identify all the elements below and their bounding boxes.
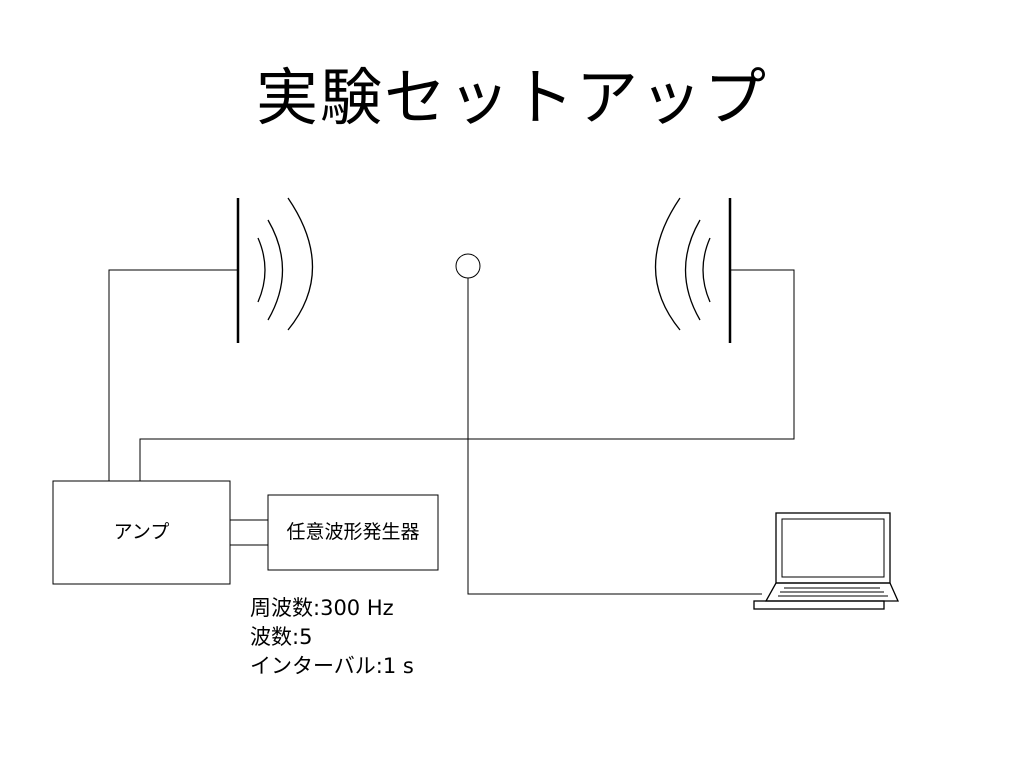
parameter-label: インターバル <box>250 654 376 678</box>
laptop-icon <box>753 512 900 610</box>
parameter-label: 波数 <box>250 625 292 649</box>
wiring <box>108 269 795 595</box>
wire-right-speaker <box>139 269 795 481</box>
parameter-separator: : <box>292 625 300 649</box>
parameter-value: 1 s <box>382 654 414 678</box>
parameter-value: 300 Hz <box>320 596 394 620</box>
parameter-frequency: 周波数:300 Hz <box>250 594 414 623</box>
generator-box <box>267 494 439 571</box>
parameter-wave-count: 波数:5 <box>250 623 414 652</box>
right-speaker-icon <box>654 197 732 343</box>
parameter-separator: : <box>375 654 383 678</box>
amplifier-label: アンプ <box>113 521 170 543</box>
left-speaker-icon <box>236 197 314 343</box>
microphone-icon <box>455 253 481 279</box>
parameter-list: 周波数:300 Hz 波数:5 インターバル:1 s <box>250 594 414 681</box>
parameter-label: 周波数 <box>250 596 313 620</box>
wire-microphone <box>467 278 762 595</box>
wire-left-speaker <box>108 269 238 481</box>
parameter-interval: インターバル:1 s <box>250 652 414 681</box>
slide-title: 実験セットアップ <box>255 61 768 134</box>
parameter-value: 5 <box>299 625 313 649</box>
parameter-separator: : <box>313 596 321 620</box>
amplifier-box <box>52 480 231 585</box>
generator-label: 任意波形発生器 <box>286 521 420 543</box>
